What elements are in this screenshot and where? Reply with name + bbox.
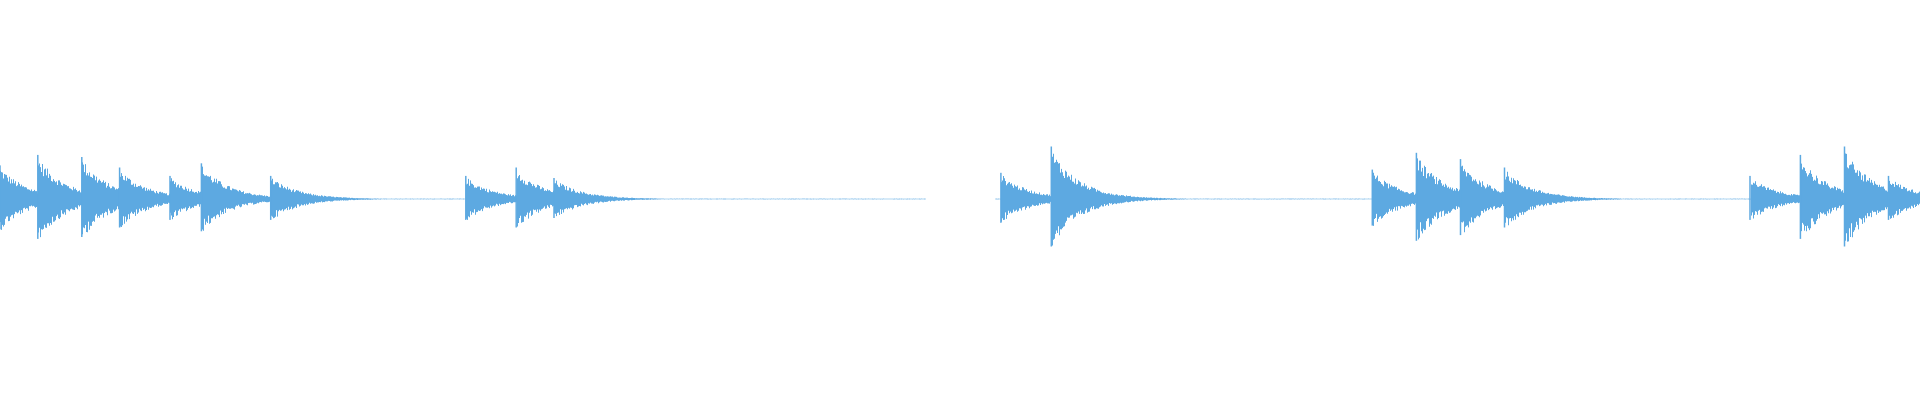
waveform-path <box>0 153 1920 246</box>
waveform-peaks <box>0 146 1920 247</box>
